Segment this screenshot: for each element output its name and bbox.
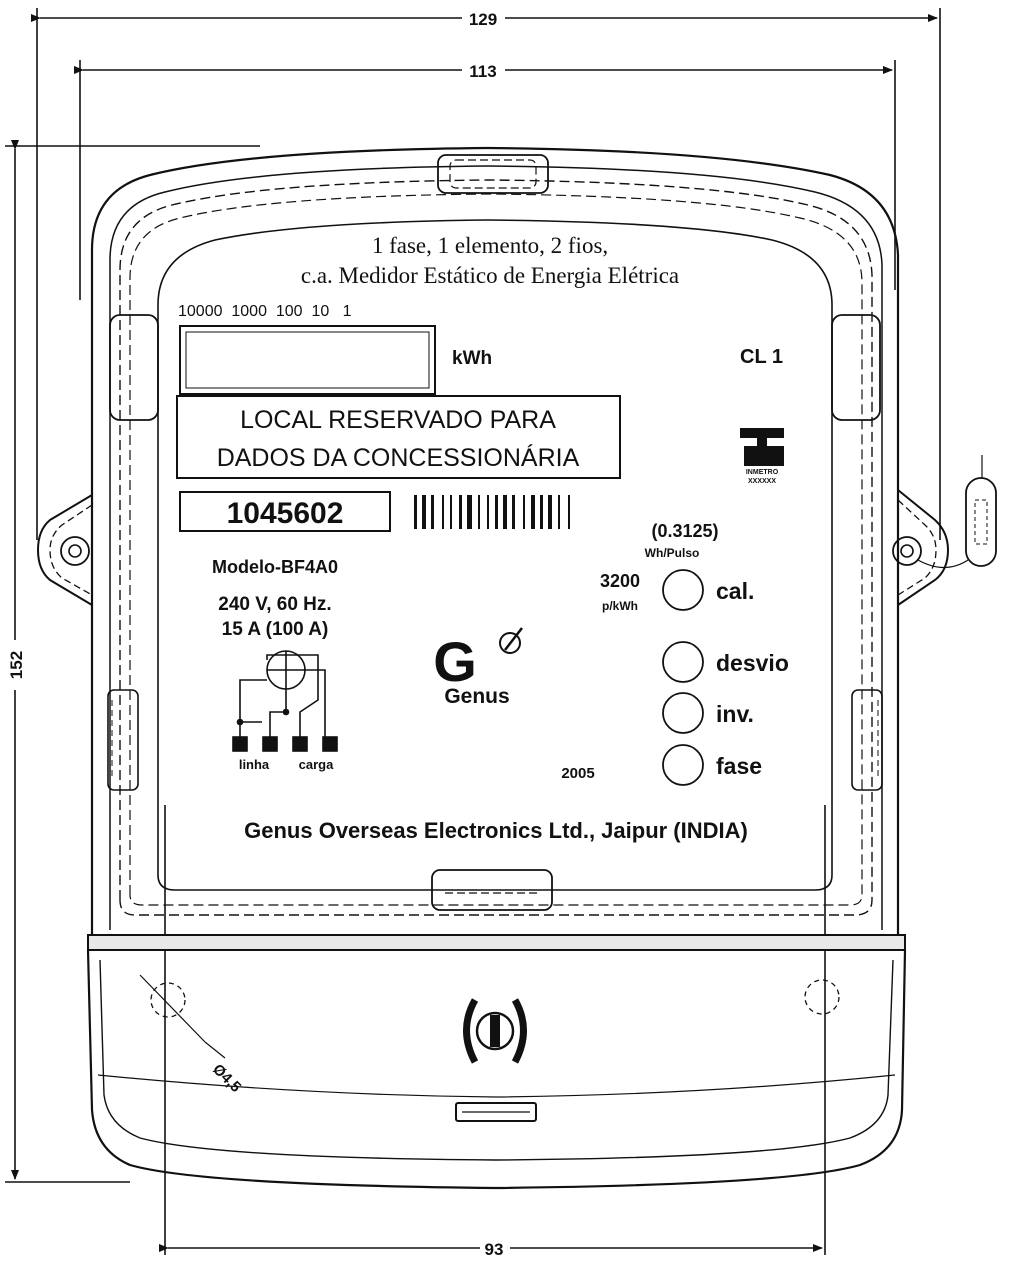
register-unit: kWh [452,348,492,369]
svg-text:XXXXXX: XXXXXX [748,478,776,485]
dimension-overall-width-label: 129 [469,10,497,29]
reserved-box-line-1: LOCAL RESERVADO PARA [240,406,556,434]
manufacturer: Genus Overseas Electronics Ltd., Jaipur … [244,818,748,843]
dimension-overall-width [31,8,941,540]
genus-logo: G [433,627,523,693]
dimension-height [5,140,260,1183]
inmetro-logo: INMETRO XXXXXX [740,428,784,485]
indicator-desvio: desvio [662,641,789,683]
register-digit-scale: 10000 1000 100 10 1 [178,303,352,320]
header-line-1: 1 fase, 1 elemento, 2 fios, [372,233,608,258]
hole-diameter-label: Ø4,5 [209,1061,244,1096]
pulse-unit: Wh/Pulso [645,546,700,560]
dimension-body-width [74,60,896,300]
current-rating: 15 A (100 A) [222,619,329,640]
dimension-body-width-label: 113 [469,62,496,81]
dimension-mounting-spacing [159,805,826,1255]
serial-number-box [179,491,391,532]
accuracy-class: CL 1 [740,346,783,368]
wiring-line-label: linha [239,757,270,772]
reserved-box [176,395,621,479]
indicator-cal: cal. [662,569,754,611]
kwh-register-window [179,325,436,395]
impulses-unit: p/kWh [602,599,638,613]
indicator-fase: fase [662,744,762,786]
voltage-frequency: 240 V, 60 Hz. [218,594,331,615]
pulse-value: (0.3125) [651,521,718,541]
brand-name: Genus [444,685,509,708]
indicator-inv: inv. [662,692,754,734]
header-line-2: c.a. Medidor Estático de Energia Elétric… [301,263,679,288]
svg-text:INMETRO: INMETRO [746,469,779,476]
barcode [414,495,570,529]
serial-number: 1045602 [227,497,344,530]
reserved-box-line-2: DADOS DA CONCESSIONÁRIA [217,443,580,472]
svg-text:G: G [433,630,477,693]
dimension-mounting-spacing-label: 93 [485,1240,504,1259]
year: 2005 [561,765,594,782]
terminal-cover [86,934,907,1190]
svg-text:inv.: inv. [716,701,754,727]
svg-text:cal.: cal. [716,578,754,604]
model: Modelo-BF4A0 [212,557,338,577]
meter-housing [36,146,997,935]
svg-text:fase: fase [716,753,762,779]
impulses: 3200 [600,571,640,591]
dimension-height-label: 152 [7,651,26,679]
svg-text:desvio: desvio [716,650,789,676]
wiring-load-label: carga [299,757,334,772]
wiring-diagram [232,650,338,752]
